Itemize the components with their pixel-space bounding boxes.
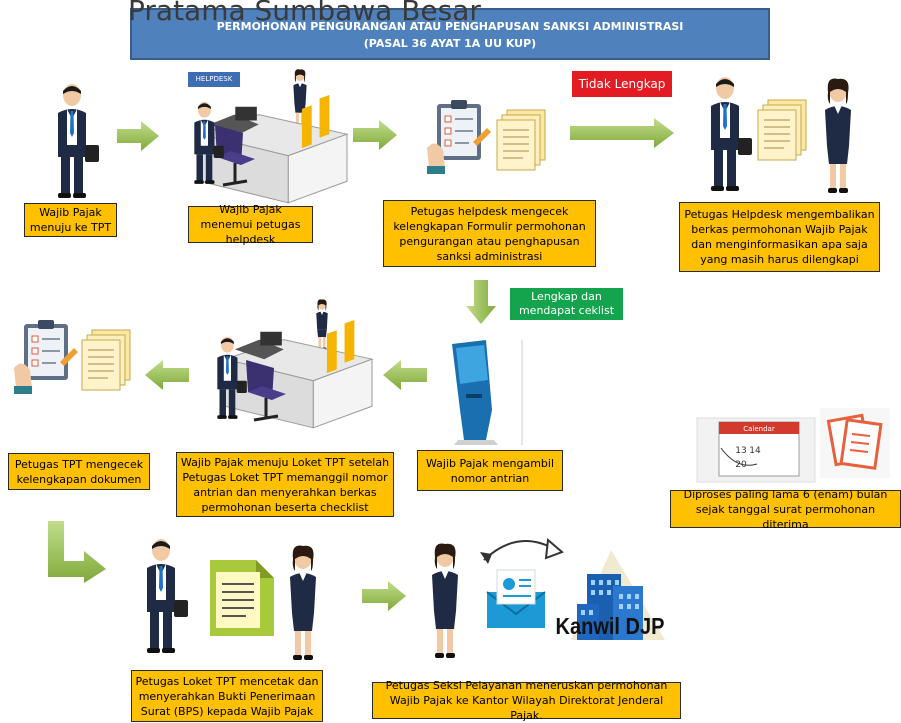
helpdesk-return-woman-figure (825, 78, 851, 193)
calendar-number-2: 14 (749, 446, 761, 456)
office-title-overlay: Pratama Sumbawa Besar (128, 0, 481, 27)
complete-tag-line-1: Lengkap dan (531, 290, 602, 303)
down-arrow-1 (466, 280, 496, 324)
step-box-6: Wajib Pajak menuju Loket TPT setelah Pet… (176, 452, 394, 517)
documents-stack-icon-2 (757, 99, 807, 161)
step-box-5: Wajib Pajak mengambil nomor antrian (417, 450, 563, 491)
step-box-1: Wajib Pajak menuju ke TPT (24, 203, 117, 237)
step-box-2: Wajib Pajak menemui petugas helpdesk (188, 203, 313, 246)
checklist-clipboard-icon-2 (13, 319, 79, 395)
banner-line-2: (PASAL 36 AYAT 1A UU KUP) (363, 37, 537, 50)
complete-tag: Lengkap dan mendapat ceklist (510, 288, 623, 320)
step-box-7: Petugas TPT mengecek kelengkapan dokumen (8, 453, 150, 490)
helpdesk-sign: HELPDESK (188, 72, 240, 87)
helpdesk-return-man-figure (711, 77, 752, 191)
kanwil-djp-label: Kanwil DJP (555, 614, 665, 640)
taxpayer-at-counter-figure (217, 336, 247, 419)
step-box-10: Diproses paling lama 6 (enam) bulan seja… (670, 488, 901, 531)
complete-tag-line-2: mendapat ceklist (518, 304, 615, 317)
banner-line-1: PERMOHONAN PENGURANGAN ATAU PENGHAPUSAN … (216, 20, 684, 33)
calendar-number-1: 13 (735, 446, 746, 456)
incomplete-tag: Tidak Lengkap (572, 71, 672, 97)
right-arrow-1 (117, 121, 159, 151)
documents-stack-icon-1 (496, 109, 546, 171)
calendar-header: Calendar (743, 425, 775, 433)
taxpayer-at-helpdesk-figure (194, 101, 224, 184)
taxpayer-man-figure-1 (58, 84, 99, 198)
curved-send-arrow (480, 538, 564, 564)
email-document-icon (486, 569, 546, 628)
queue-kiosk-icon (452, 340, 523, 445)
left-arrow-1 (145, 360, 189, 390)
counter-woman-figure (290, 545, 316, 660)
left-arrow-2 (383, 360, 427, 390)
kanwil-building-icon (571, 550, 665, 640)
title-banner: PERMOHONAN PENGURANGAN ATAU PENGHAPUSAN … (130, 8, 770, 60)
turn-down-right-arrow (48, 521, 106, 583)
receipt-document-icon (210, 560, 274, 636)
counter-man-figure (147, 539, 188, 653)
step-box-9: Petugas Seksi Pelayanan meneruskan permo… (372, 679, 681, 722)
right-arrow-3 (362, 581, 406, 611)
document-stack-red-icon (820, 408, 890, 478)
counter-chair (244, 358, 288, 422)
calendar-icon: Calendar 13 14 20 (696, 417, 816, 483)
right-arrow-long (570, 118, 674, 148)
calendar-number-3: 20 (735, 460, 747, 470)
documents-stack-icon-3 (81, 329, 131, 391)
step-box-8: Petugas Loket TPT mencetak dan menyerahk… (131, 670, 323, 722)
step-box-4: Petugas Helpdesk mengembalikan berkas pe… (679, 202, 880, 272)
step-box-3: Petugas helpdesk mengecek kelengkapan Fo… (383, 200, 596, 267)
checklist-clipboard-icon (426, 99, 492, 175)
service-officer-figure (432, 543, 458, 658)
right-arrow-2 (353, 120, 397, 150)
